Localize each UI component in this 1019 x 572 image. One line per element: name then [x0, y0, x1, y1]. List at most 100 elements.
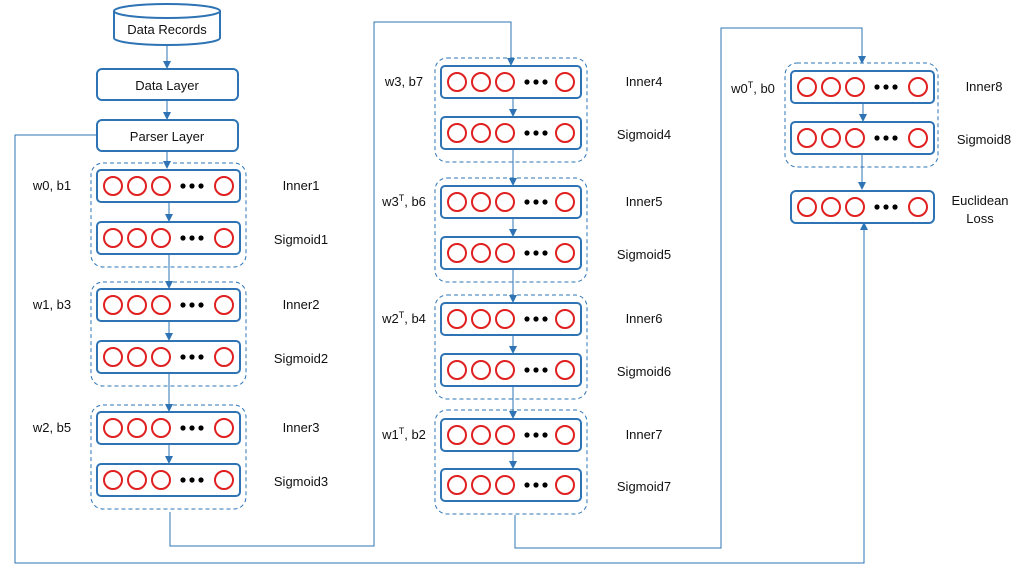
inner5-neuron-3	[495, 192, 515, 212]
sigmoid-label: Sigmoid1	[274, 232, 328, 247]
inner5-neuron-1	[447, 192, 467, 212]
sigmoid3-ellipsis-dot-2	[189, 477, 195, 483]
sigmoid8-neuron-last	[908, 128, 928, 148]
inner8-ellipsis-dot-3	[892, 84, 898, 90]
inner7-neuron-1	[447, 425, 467, 445]
data-records-label: Data Records	[127, 22, 207, 37]
sigmoid5-neuron-1	[447, 243, 467, 263]
inner8-neuron-1	[797, 77, 817, 97]
inner3-ellipsis-dot-2	[189, 425, 195, 431]
group-dashed-border	[434, 177, 588, 283]
inner5-neuron-last	[555, 192, 575, 212]
inner5-ellipsis-dot-1	[524, 199, 530, 205]
loss-ellipsis-dot-2	[883, 204, 889, 210]
inner3-ellipsis-dot-1	[180, 425, 186, 431]
sigmoid6-ellipsis-dot-2	[533, 367, 539, 373]
inner4-neuron-last	[555, 72, 575, 92]
sigmoid8-ellipsis-dot-1	[874, 135, 880, 141]
inner1-neuron-3	[151, 176, 171, 196]
inner1-neuron-1	[103, 176, 123, 196]
inner3-neuron-3	[151, 418, 171, 438]
sigmoid5-neuron-3	[495, 243, 515, 263]
sigmoid5-neuron-2	[471, 243, 491, 263]
group-dashed-border	[90, 404, 247, 510]
inner2-neuron-1	[103, 295, 123, 315]
data-layer-node: Data Layer	[96, 68, 239, 101]
data-records-node: Data Records	[113, 3, 221, 46]
euclidean-loss-node: Euclidean Loss	[790, 190, 1009, 226]
sigmoid6-ellipsis-dot-1	[524, 367, 530, 373]
inner-label: Inner6	[626, 311, 663, 326]
inner-label: Inner5	[626, 194, 663, 209]
inner5-ellipsis-dot-2	[533, 199, 539, 205]
sigmoid2-ellipsis-dot-2	[189, 354, 195, 360]
sigmoid8-ellipsis-dot-3	[892, 135, 898, 141]
sigmoid3-neuron-2	[127, 470, 147, 490]
sigmoid-label: Sigmoid3	[274, 474, 328, 489]
sigmoid1-ellipsis-dot-1	[180, 235, 186, 241]
sigmoid7-ellipsis-dot-1	[524, 482, 530, 488]
sigmoid2-neuron-3	[151, 347, 171, 367]
inner7-ellipsis-dot-2	[533, 432, 539, 438]
sigmoid4-neuron-2	[471, 123, 491, 143]
sigmoid3-neuron-1	[103, 470, 123, 490]
inner8-neuron-3	[845, 77, 865, 97]
sigmoid5-ellipsis-dot-1	[524, 250, 530, 256]
inner4-neuron-2	[471, 72, 491, 92]
parser-layer-label: Parser Layer	[130, 129, 205, 144]
inner6-neuron-2	[471, 309, 491, 329]
group-dashed-border	[434, 294, 588, 400]
sigmoid7-ellipsis-dot-3	[542, 482, 548, 488]
sigmoid6-ellipsis-dot-3	[542, 367, 548, 373]
param-label-8: w0T, b0	[730, 80, 775, 96]
sigmoid-label: Sigmoid7	[617, 479, 671, 494]
sigmoid5-ellipsis-dot-3	[542, 250, 548, 256]
sigmoid1-neuron-1	[103, 228, 123, 248]
sigmoid3-neuron-last	[214, 470, 234, 490]
inner6-ellipsis-dot-2	[533, 316, 539, 322]
inner-label: Inner2	[283, 297, 320, 312]
inner1-neuron-last	[214, 176, 234, 196]
sigmoid8-ellipsis-dot-2	[883, 135, 889, 141]
inner1-ellipsis-dot-1	[180, 183, 186, 189]
loss-label-line1: Euclidean	[951, 193, 1008, 208]
param-label-3: w2, b5	[32, 420, 71, 435]
inner8-neuron-2	[821, 77, 841, 97]
connector-col1-to-col2	[169, 21, 515, 547]
inner2-ellipsis-dot-2	[189, 302, 195, 308]
sigmoid4-ellipsis-dot-1	[524, 130, 530, 136]
sigmoid4-neuron-last	[555, 123, 575, 143]
inner-label: Inner8	[966, 79, 1003, 94]
inner7-neuron-last	[555, 425, 575, 445]
inner3-neuron-1	[103, 418, 123, 438]
inner1-ellipsis-dot-3	[198, 183, 204, 189]
inner2-ellipsis-dot-1	[180, 302, 186, 308]
inner1-ellipsis-dot-2	[189, 183, 195, 189]
sigmoid8-neuron-2	[821, 128, 841, 148]
param-label-1: w0, b1	[32, 178, 71, 193]
sigmoid-label: Sigmoid2	[274, 351, 328, 366]
group-dashed-border	[90, 162, 247, 268]
loss-ellipsis-dot-1	[874, 204, 880, 210]
connector-parser-to-loss	[14, 134, 868, 564]
inner8-ellipsis-dot-2	[883, 84, 889, 90]
inner4-neuron-3	[495, 72, 515, 92]
inner2-neuron-last	[214, 295, 234, 315]
inner8-ellipsis-dot-1	[874, 84, 880, 90]
loss-ellipsis-dot-3	[892, 204, 898, 210]
inner5-ellipsis-dot-3	[542, 199, 548, 205]
sigmoid-label: Sigmoid8	[957, 132, 1011, 147]
sigmoid6-neuron-1	[447, 360, 467, 380]
sigmoid6-neuron-3	[495, 360, 515, 380]
sigmoid3-ellipsis-dot-1	[180, 477, 186, 483]
param-label-7: w1T, b2	[381, 426, 426, 442]
sigmoid7-neuron-last	[555, 475, 575, 495]
inner3-neuron-2	[127, 418, 147, 438]
